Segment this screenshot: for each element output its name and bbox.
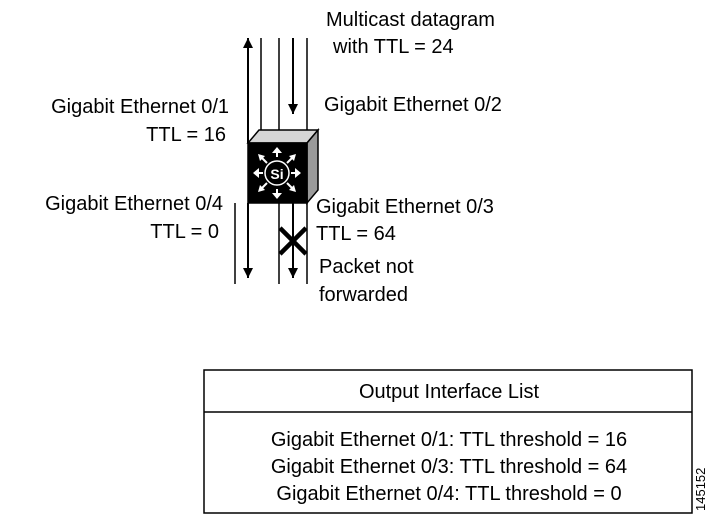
incoming-label-line1: Multicast datagram — [326, 9, 495, 31]
output-interface-list-title: Output Interface List — [359, 381, 540, 403]
gi03-name-label: Gigabit Ethernet 0/3 — [316, 196, 494, 218]
figure-id: 145152 — [693, 468, 708, 511]
multilayer-switch-icon — [246, 127, 320, 206]
gi04-ttl-label: TTL = 0 — [150, 221, 219, 243]
gi04-name-label: Gigabit Ethernet 0/4 — [45, 193, 223, 215]
drop-note-line1: Packet not — [319, 256, 414, 278]
gi02-name-label: Gigabit Ethernet 0/2 — [324, 94, 502, 116]
gi03-ttl-label: TTL = 64 — [316, 223, 396, 245]
switch-si-label: Si — [270, 166, 283, 182]
output-interface-entry: Gigabit Ethernet 0/3: TTL threshold = 64 — [271, 456, 627, 478]
gi01-ttl-label: TTL = 16 — [146, 124, 226, 146]
output-interface-entry: Gigabit Ethernet 0/4: TTL threshold = 0 — [276, 483, 621, 505]
output-interface-list-table — [203, 369, 693, 514]
blocked-x-icon — [278, 226, 308, 256]
output-interface-entry: Gigabit Ethernet 0/1: TTL threshold = 16 — [271, 429, 627, 451]
gi01-name-label: Gigabit Ethernet 0/1 — [51, 96, 229, 118]
incoming-label-line2: with TTL = 24 — [332, 36, 454, 58]
drop-note-line2: forwarded — [319, 284, 408, 306]
